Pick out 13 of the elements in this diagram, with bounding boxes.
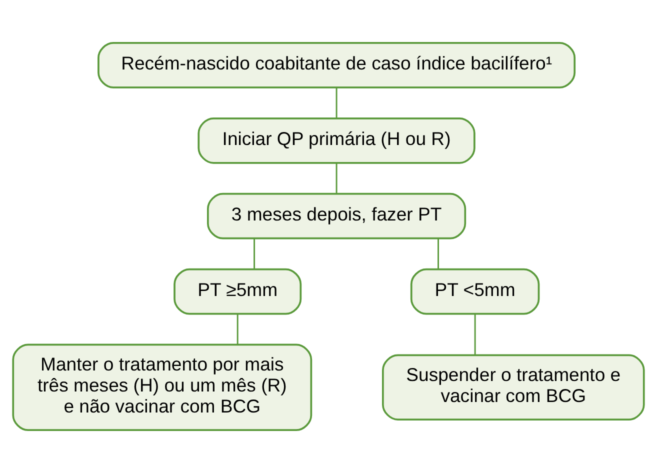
connector	[236, 314, 238, 344]
node-box: Suspender o tratamento e vacinar com BCG	[382, 354, 645, 420]
node-box: PT <5mm	[410, 268, 540, 314]
connector	[336, 162, 338, 193]
node-box: 3 meses depois, fazer PT	[206, 192, 466, 239]
connector	[336, 87, 338, 118]
connector	[474, 314, 476, 355]
node-box: PT ≥5mm	[174, 268, 302, 314]
connector	[254, 238, 256, 268]
node-box: Iniciar QP primária (H ou R)	[198, 116, 476, 164]
connector	[438, 238, 439, 268]
node-box: Manter o tratamento por mais três meses (H) ou um mês (R) e não vacinar com BCG	[12, 343, 312, 430]
node-box: Recém-nascido coabitante de caso índice bacilífero¹	[98, 42, 576, 88]
